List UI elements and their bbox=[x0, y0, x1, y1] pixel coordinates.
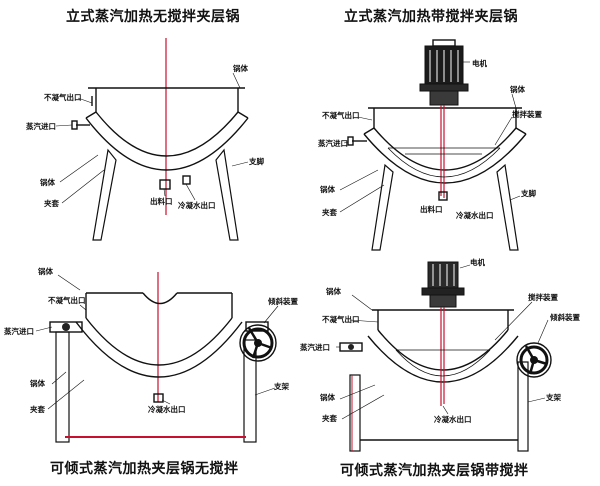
label-pot-body: 锅体 bbox=[326, 286, 341, 296]
label-leg: 支脚 bbox=[248, 156, 264, 166]
label-steam-inlet: 蒸汽进口 bbox=[318, 138, 348, 148]
label-tilt: 倾斜装置 bbox=[549, 312, 580, 322]
label-steam-inlet: 蒸汽进口 bbox=[300, 342, 330, 352]
label-motor: 电机 bbox=[472, 58, 487, 68]
label-jacket: 夹套 bbox=[30, 404, 45, 414]
title-tilt-no-stir: 可倾式蒸汽加热夹层锅无搅拌 bbox=[50, 461, 239, 477]
label-motor: 电机 bbox=[470, 257, 485, 267]
support-right bbox=[243, 339, 257, 443]
inner-bowl bbox=[377, 329, 509, 371]
label-discharge: 出料口 bbox=[150, 196, 173, 206]
gearbox bbox=[419, 83, 469, 92]
title-vertical-no-stir: 立式蒸汽加热无搅拌夹层锅 bbox=[66, 9, 240, 25]
jacket bbox=[75, 321, 243, 378]
discharge-outlet bbox=[159, 179, 171, 190]
label-bracket: 锅体 bbox=[320, 184, 335, 194]
tilt-wheel bbox=[516, 342, 552, 378]
label-pot-body: 锅体 bbox=[38, 266, 53, 276]
condensate-outlet bbox=[182, 175, 191, 185]
title-tilt-with-stir: 可倾式蒸汽加热夹层锅带搅拌 bbox=[340, 463, 529, 479]
jacket bbox=[85, 117, 249, 171]
label-bracket: 锅体 bbox=[40, 177, 55, 187]
label-condensate: 冷凝水出口 bbox=[178, 200, 216, 210]
title-vertical-with-stir: 立式蒸汽加热带搅拌夹层锅 bbox=[344, 9, 518, 25]
leg-right bbox=[215, 148, 239, 241]
label-exhaust: 不凝气出口 bbox=[322, 110, 360, 120]
label-exhaust: 不凝气出口 bbox=[44, 92, 82, 102]
diagram-vertical-with-stir: 电机 锅体 搅拌装置 不凝气出口 蒸汽进口 锅体 夹套 出料口 冷凝水出口 支脚 bbox=[318, 39, 542, 251]
label-stirrer: 搅拌装置 bbox=[512, 109, 542, 119]
inner-bowl bbox=[85, 317, 233, 366]
label-support: 支架 bbox=[273, 381, 289, 391]
label-condensate: 冷凝水出口 bbox=[434, 414, 472, 424]
jacket bbox=[367, 335, 519, 383]
discharge-outlet bbox=[438, 191, 448, 201]
label-jacket: 夹套 bbox=[44, 198, 59, 208]
label-condensate: 冷凝水出口 bbox=[148, 404, 186, 414]
leg-right bbox=[496, 163, 519, 251]
label-bracket: 锅体 bbox=[320, 392, 335, 402]
diagram-tilt-no-stir: 锅体 不凝气出口 蒸汽进口 锅体 夹套 倾斜装置 支架 冷凝水出口 bbox=[4, 266, 298, 443]
label-exhaust: 不凝气出口 bbox=[48, 295, 86, 305]
label-pot-body: 锅体 bbox=[233, 63, 248, 73]
label-stirrer: 搅拌装置 bbox=[528, 292, 558, 302]
inner-bowl bbox=[373, 127, 517, 171]
label-tilt: 倾斜装置 bbox=[267, 296, 298, 306]
label-leg: 支脚 bbox=[520, 188, 536, 198]
label-jacket: 夹套 bbox=[322, 207, 337, 217]
leg-left bbox=[371, 163, 394, 251]
motor-cap bbox=[432, 39, 456, 47]
label-steam-inlet: 蒸汽进口 bbox=[26, 121, 56, 131]
leg-left bbox=[92, 148, 117, 241]
support-left bbox=[55, 331, 70, 443]
label-discharge: 出料口 bbox=[420, 204, 443, 214]
label-bracket: 锅体 bbox=[30, 378, 45, 388]
label-condensate: 冷凝水出口 bbox=[456, 210, 494, 220]
stirrer-paddle bbox=[387, 147, 501, 178]
inner-bowl bbox=[95, 111, 239, 157]
diagram-tilt-with-stir: 电机 锅体 不凝气出口 蒸汽进口 搅拌装置 倾斜装置 锅体 夹套 支架 冷凝水出… bbox=[300, 257, 580, 452]
label-support: 支架 bbox=[545, 392, 561, 402]
reducer bbox=[429, 90, 459, 106]
label-exhaust: 不凝气出口 bbox=[322, 314, 360, 324]
support-left bbox=[349, 374, 361, 452]
stirrer-paddle bbox=[395, 349, 491, 377]
label-steam-inlet: 蒸汽进口 bbox=[4, 326, 34, 336]
tilt-wheel bbox=[239, 324, 277, 362]
jacket bbox=[363, 133, 527, 184]
pot-notch bbox=[142, 292, 178, 305]
label-jacket: 夹套 bbox=[322, 413, 337, 423]
diagram-vertical-no-stir: 锅体 不凝气出口 蒸汽进口 锅体 夹套 出料口 冷凝水出口 支脚 bbox=[26, 38, 264, 241]
label-pot-body: 锅体 bbox=[510, 84, 525, 94]
support-right bbox=[517, 361, 529, 452]
